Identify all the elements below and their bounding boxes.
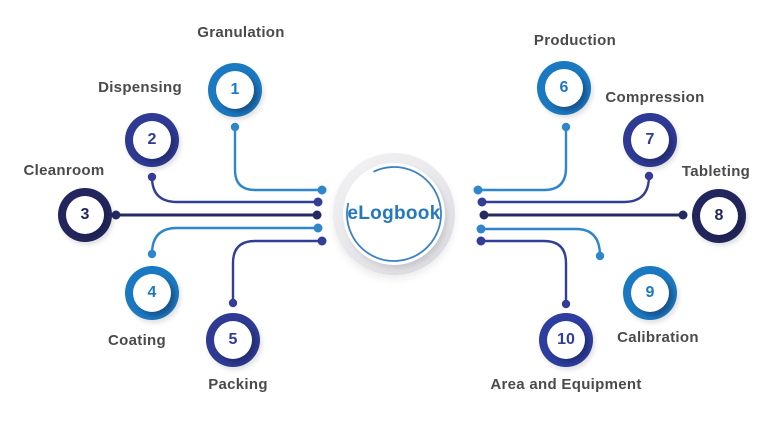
node-3-label: Cleanroom: [23, 162, 105, 179]
hub-title: eLogbook: [347, 203, 441, 224]
node-6-label: Production: [533, 32, 617, 49]
connector-dispensing: [147, 172, 323, 207]
node-9-number: 9: [631, 274, 669, 312]
node-1-number: 1: [216, 71, 254, 109]
connector-coating: [147, 223, 323, 259]
node-1: 1: [208, 63, 262, 117]
node-10: 10: [539, 313, 593, 367]
node-6: 6: [537, 61, 591, 115]
node-4-label: Coating: [108, 332, 166, 349]
elogbook-hub: eLogbook: [333, 153, 455, 275]
node-5: 5: [206, 313, 260, 367]
node-5-label: Packing: [208, 376, 268, 393]
node-3-number: 3: [66, 196, 104, 234]
node-9: 9: [623, 266, 677, 320]
node-8-number: 8: [700, 197, 738, 235]
node-9-label: Calibration: [617, 329, 699, 346]
node-10-label: Area and Equipment: [490, 376, 642, 393]
connector-packing: [228, 236, 327, 308]
node-7: 7: [623, 113, 677, 167]
hub-blue-ring: [346, 166, 442, 262]
node-4: 4: [125, 266, 179, 320]
node-7-label: Compression: [605, 89, 705, 106]
hub-inner-circle: [343, 163, 445, 265]
connector-calibration: [476, 224, 605, 261]
node-1-label: Granulation: [197, 24, 285, 41]
connector-cleanroom: [111, 210, 322, 220]
node-8: 8: [692, 189, 746, 243]
node-10-number: 10: [547, 321, 585, 359]
connector-compression: [477, 171, 654, 207]
node-3: 3: [58, 188, 112, 242]
node-2-label: Dispensing: [98, 79, 182, 96]
node-2: 2: [125, 113, 179, 167]
node-6-number: 6: [545, 69, 583, 107]
node-4-number: 4: [133, 274, 171, 312]
node-8-label: Tableting: [681, 163, 751, 180]
connector-production: [473, 122, 571, 195]
connector-tableting: [479, 210, 688, 220]
connector-area-equipment: [476, 236, 571, 309]
node-7-number: 7: [631, 121, 669, 159]
node-2-number: 2: [133, 121, 171, 159]
connector-granulation: [230, 122, 327, 195]
node-5-number: 5: [214, 321, 252, 359]
